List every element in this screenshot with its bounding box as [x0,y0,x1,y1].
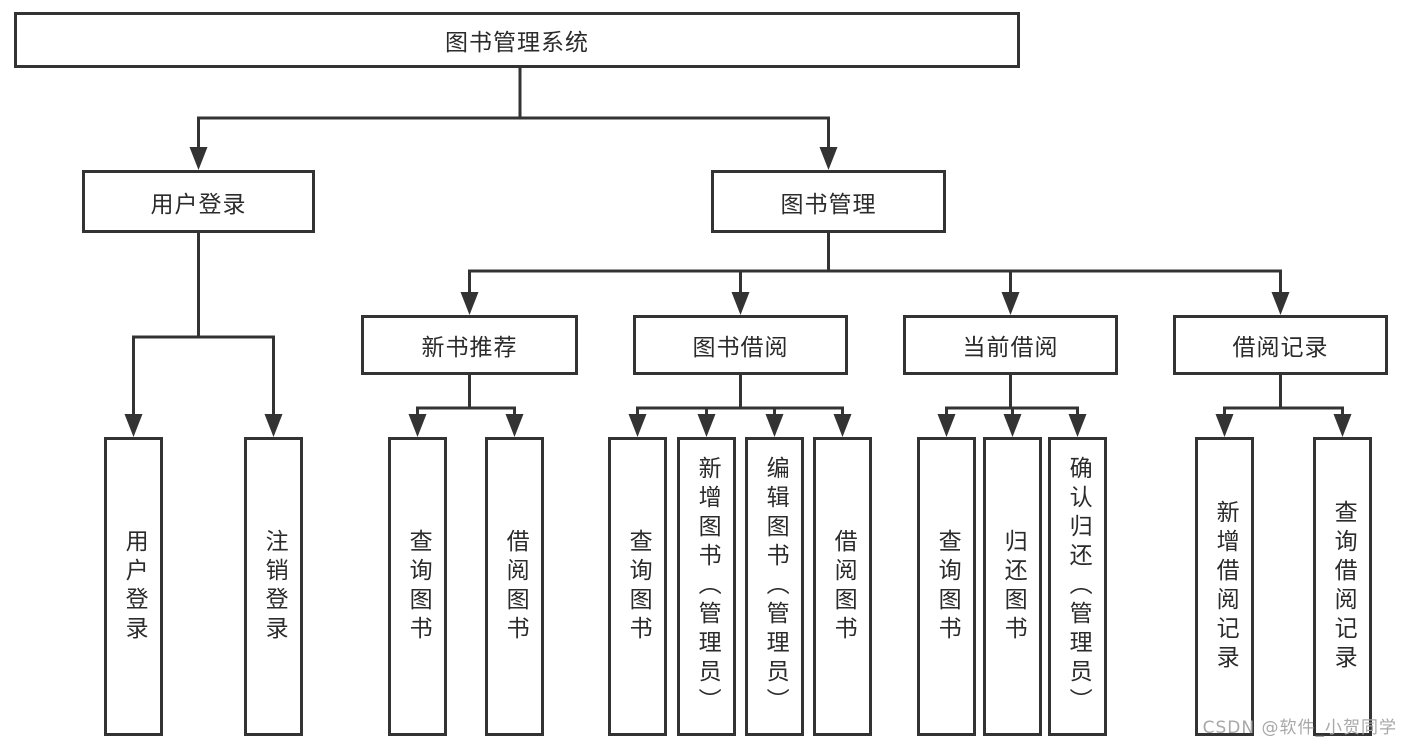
leaf-add-books-admin: 新增图书（管理员） [677,437,736,736]
node-book-management: 图书管理 [711,170,946,233]
leaf-borrow-books-recommend: 借阅图书 [485,437,544,736]
leaf-query-books-recommend: 查询图书 [388,437,447,736]
node-current-borrowing: 当前借阅 [903,315,1118,375]
node-user-login: 用户登录 [82,170,315,233]
leaf-edit-books-admin: 编辑图书（管理员） [745,437,804,736]
csdn-watermark: CSDN @软件_小贺同学 [1202,718,1397,738]
leaf-borrow-books: 借阅图书 [813,437,872,736]
leaf-confirm-return-admin: 确认归还（管理员） [1048,437,1107,736]
leaf-add-borrow-record: 新增借阅记录 [1195,437,1254,736]
leaf-user-login: 用户登录 [104,437,163,736]
node-new-book-recommendation: 新书推荐 [361,315,578,375]
leaf-query-borrow-record: 查询借阅记录 [1313,437,1372,736]
node-book-borrowing: 图书借阅 [633,315,848,375]
leaf-logout: 注销登录 [244,437,303,736]
node-borrowing-records: 借阅记录 [1173,315,1388,375]
leaf-return-books: 归还图书 [983,437,1042,736]
node-library-system: 图书管理系统 [14,12,1020,68]
leaf-query-books-current: 查询图书 [917,437,976,736]
leaf-query-books-borrow: 查询图书 [608,437,667,736]
